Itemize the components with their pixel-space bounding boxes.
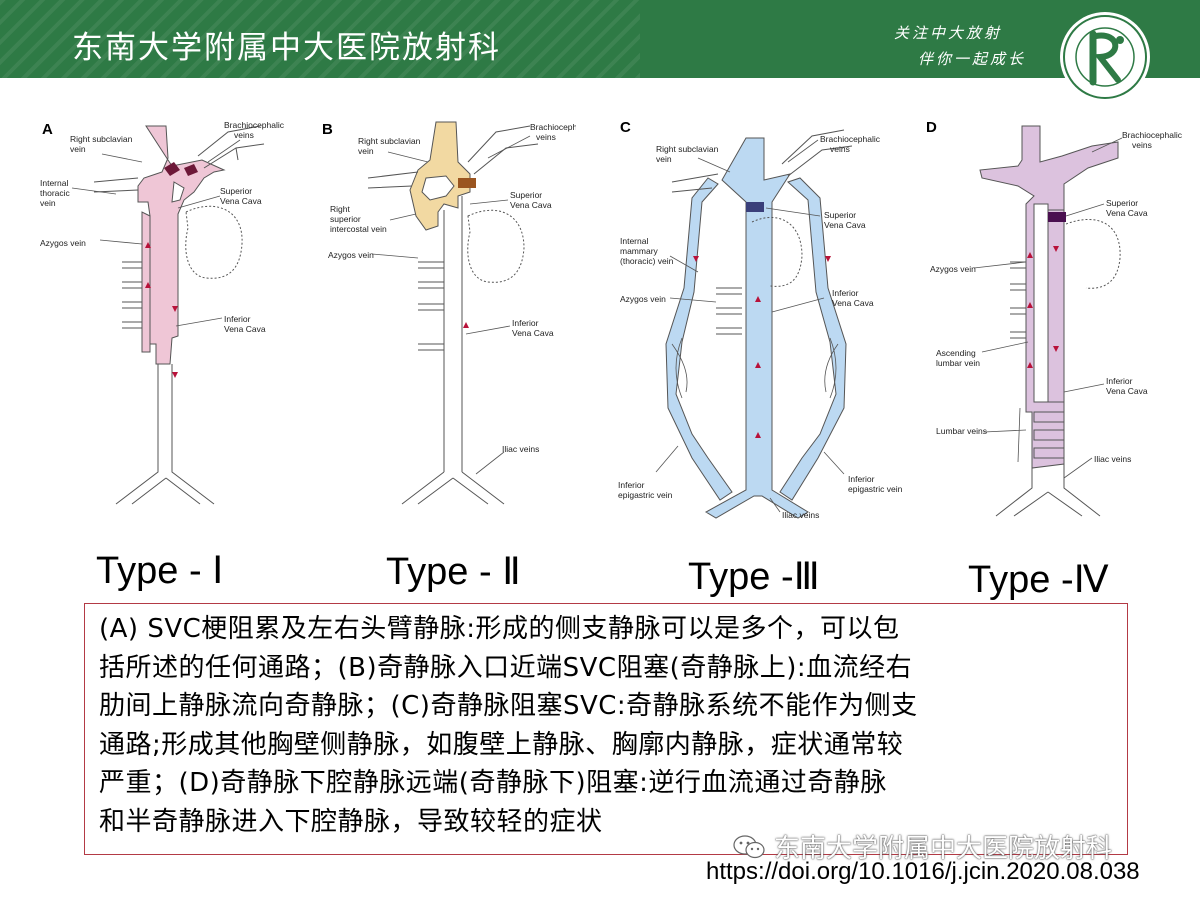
panel-letter-c: C <box>620 119 631 136</box>
description-line: 肋间上静脉流向奇静脉；(C)奇静脉阻塞SVC:奇静脉系统不能作为侧支 <box>99 691 918 721</box>
header-bar: 东南大学附属中大医院放射科 关注中大放射 伴你一起成长 <box>0 0 1200 78</box>
watermark-text: 东南大学附属中大医院放射科 <box>774 834 1113 864</box>
label-azygos-b: Azygos vein <box>328 250 374 260</box>
description-line: 通路;形成其他胸壁侧静脉，如腹壁上静脉、胸廓内静脉，症状通常较 <box>99 729 904 760</box>
label-iliac-d: Iliac veins <box>1094 454 1131 464</box>
label-iliac-b: Iliac veins <box>502 444 539 454</box>
description-line: 和半奇静脉进入下腔静脉，导致较轻的症状 <box>99 806 603 837</box>
doi-citation: https://doi.org/10.1016/j.jcin.2020.08.0… <box>706 858 1140 885</box>
label-azygos-a: Azygos vein <box>40 238 86 248</box>
hospital-logo-icon <box>1060 12 1150 102</box>
type-label-1: Type - Ⅰ <box>96 550 224 592</box>
header-stripe-pattern <box>0 0 640 78</box>
panel-letter-a: A <box>42 121 53 138</box>
label-lumbar-d: Lumbar veins <box>936 426 987 436</box>
panel-letter-b: B <box>322 121 333 138</box>
type-label-4: Type -Ⅳ <box>968 559 1109 601</box>
description-line: 严重；(D)奇静脉下腔静脉远端(奇静脉下)阻塞:逆行血流通过奇静脉 <box>99 768 887 798</box>
panel-letter-d: D <box>926 119 937 136</box>
label-iliac-c: Iliac veins <box>782 510 819 520</box>
label-azygos-d: Azygos vein <box>930 264 976 274</box>
description-line: (A) SVC梗阻累及左右头臂静脉:形成的侧支静脉可以是多个，可以包 <box>99 614 900 644</box>
wechat-icon <box>733 834 765 858</box>
type-label-2: Type - Ⅱ <box>386 551 521 593</box>
label-brachiocephalic-b: Brachiocephalveins <box>530 122 576 142</box>
label-azygos-c: Azygos vein <box>620 294 666 304</box>
description-line: 括所述的任何通路；(B)奇静脉入口近端SVC阻塞(奇静脉上):血流经右 <box>99 652 913 683</box>
description-box: (A) SVC梗阻累及左右头臂静脉:形成的侧支静脉可以是多个，可以包 括所述的任… <box>84 603 1128 855</box>
header-title: 东南大学附属中大医院放射科 <box>72 30 501 66</box>
header-slogan-line1: 关注中大放射 <box>894 24 1003 42</box>
type-label-3: Type -Ⅲ <box>688 556 820 598</box>
header-slogan-line2: 伴你一起成长 <box>918 50 1027 68</box>
watermark: 东南大学附属中大医院放射科 <box>732 828 1112 865</box>
